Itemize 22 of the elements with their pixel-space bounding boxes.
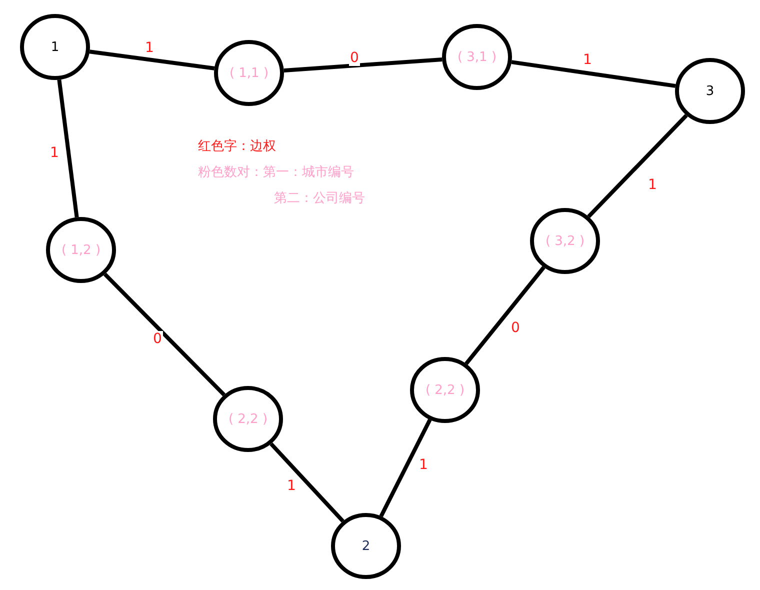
node-label: ( 3,2 ) <box>545 234 585 248</box>
connector-line <box>379 418 432 518</box>
edge-label: 0 <box>349 50 360 66</box>
node-label: ( 2,2 ) <box>425 382 465 398</box>
node-label: 1 <box>50 40 60 54</box>
connector-line <box>464 266 546 365</box>
connector-line <box>270 442 344 523</box>
connector-line <box>103 272 226 396</box>
legend-note: 红色字：边权 <box>198 138 276 155</box>
node-label: ( 3,1 ) <box>457 50 497 64</box>
node-label: 2 <box>362 538 370 554</box>
connector-line <box>284 57 442 73</box>
node-label: ( 1,1 ) <box>229 66 269 80</box>
legend-note: 粉色数对：第一：城市编号 <box>198 164 354 181</box>
connector-line <box>57 80 79 218</box>
node-label: ( 1,2 ) <box>61 242 101 258</box>
connector-line <box>587 114 688 218</box>
node-label: ( 2,2 ) <box>228 412 268 426</box>
connector-line <box>511 60 676 88</box>
legend-note: 第二：公司编号 <box>274 190 365 207</box>
connector-line <box>89 50 215 70</box>
node-label: 3 <box>706 84 714 98</box>
